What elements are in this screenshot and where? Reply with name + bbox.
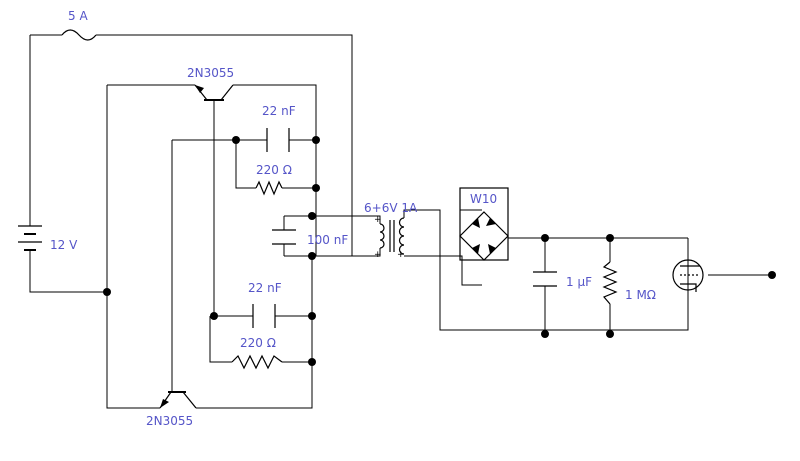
junction-dot: [232, 136, 240, 144]
junction-dot: [308, 252, 316, 260]
r2-label: 220 Ω: [240, 336, 276, 350]
junction-dot: [606, 234, 614, 242]
bridge-rectifier-icon: [459, 187, 509, 261]
svg-text:+: +: [374, 215, 382, 225]
junction-dot: [210, 312, 218, 320]
q2-label: 2N3055: [146, 414, 193, 428]
rectifier-label: W10: [470, 192, 497, 206]
vacuum-tube-icon: [672, 238, 704, 330]
transformer-icon: + + +: [374, 215, 405, 260]
svg-text:+: +: [397, 250, 405, 260]
capacitor-icon: [533, 271, 557, 287]
resistor-icon: [231, 354, 283, 370]
q1-label: 2N3055: [187, 66, 234, 80]
junction-dot: [541, 330, 549, 338]
junction-dot: [308, 312, 316, 320]
c2-label: 22 nF: [248, 281, 282, 295]
capacitor-icon: [272, 229, 296, 245]
capacitor-icon: [266, 128, 290, 152]
battery-label: 12 V: [50, 238, 78, 252]
npn-transistor-icon: [159, 391, 197, 409]
svg-text:+: +: [374, 250, 382, 260]
fuse-label: 5 A: [68, 9, 88, 23]
c-tank-label: 100 nF: [307, 233, 348, 247]
c-filter-label: 1 μF: [566, 275, 592, 289]
battery-icon: [18, 222, 42, 260]
junction-dot: [103, 288, 111, 296]
wires: [29, 34, 772, 409]
junction-dot: [541, 234, 549, 242]
c1-label: 22 nF: [262, 104, 296, 118]
junction-dot: [308, 358, 316, 366]
junction-dot: [308, 212, 316, 220]
junction-dot: [312, 184, 320, 192]
transformer-label: 6+6V 1A: [364, 201, 418, 215]
junction-dot: [312, 136, 320, 144]
output-terminal: [768, 271, 776, 279]
r-load-label: 1 MΩ: [625, 288, 656, 302]
r1-label: 220 Ω: [256, 163, 292, 177]
resistor-icon: [255, 180, 283, 196]
capacitor-icon: [252, 304, 276, 328]
npn-transistor-icon: [194, 84, 234, 101]
junctions: [103, 136, 776, 366]
resistor-icon: [602, 261, 618, 305]
fuse-icon: [61, 29, 97, 41]
junction-dot: [606, 330, 614, 338]
